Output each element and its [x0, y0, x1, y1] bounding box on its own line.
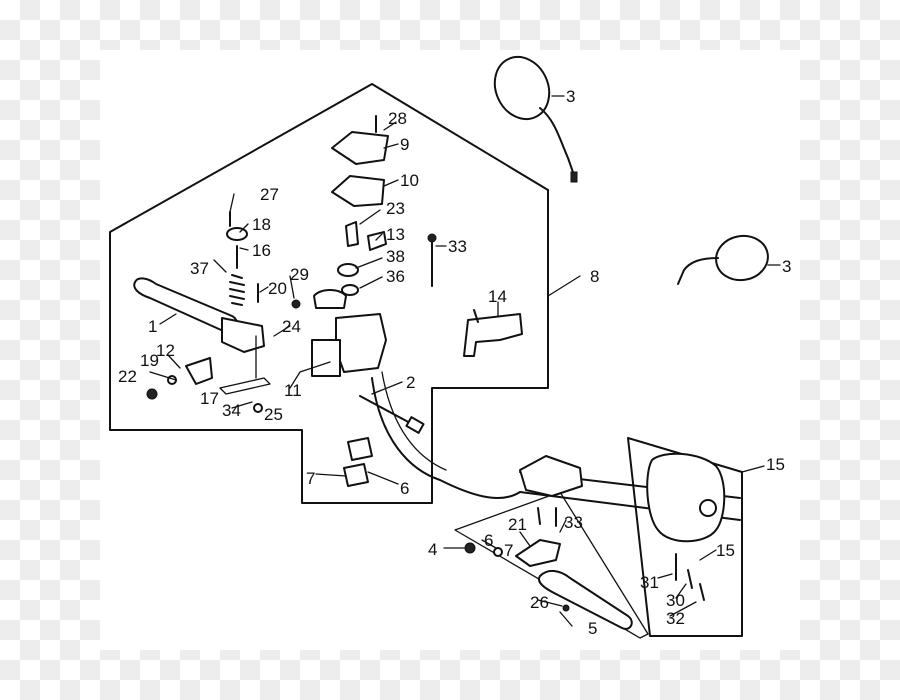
callout-11: 11	[284, 381, 302, 400]
right-lever-5	[538, 570, 633, 630]
callout-33a: 33	[448, 237, 467, 256]
callout-32: 32	[666, 609, 685, 628]
screw-32	[699, 583, 705, 601]
callout-21: 21	[508, 515, 527, 534]
group-outline-8	[109, 83, 549, 504]
callout-17: 17	[200, 389, 219, 408]
handlebar-cable-inner	[381, 371, 447, 471]
mirror-top-stem	[539, 107, 576, 179]
callout-25: 25	[264, 405, 283, 424]
callout-36: 36	[386, 267, 405, 286]
callout-7b: 7	[504, 541, 513, 560]
oring-36	[341, 284, 359, 296]
reservoir-gasket-10	[331, 175, 385, 207]
screw-30	[687, 569, 693, 589]
callout-7a: 7	[306, 469, 315, 488]
callout-34: 34	[222, 401, 241, 420]
fitting-6-bottom	[343, 463, 369, 487]
banjo-14	[463, 313, 523, 357]
callout-9: 9	[400, 135, 409, 154]
callout-26: 26	[530, 593, 549, 612]
reservoir-cover-9	[331, 131, 389, 165]
fitting-6-top	[347, 437, 373, 461]
master-cylinder-top	[313, 289, 347, 309]
callout-5: 5	[588, 619, 597, 638]
callout-3b: 3	[782, 257, 791, 276]
left-bracket	[185, 357, 213, 385]
callout-18: 18	[252, 215, 271, 234]
screw-21	[537, 507, 541, 525]
callout-8: 8	[590, 267, 599, 286]
callout-15a: 15	[766, 455, 785, 474]
callout-23: 23	[386, 199, 405, 218]
callout-3a: 3	[566, 87, 575, 106]
callout-38: 38	[386, 247, 405, 266]
callout-30: 30	[666, 591, 685, 610]
callout-20: 20	[268, 279, 287, 298]
screw-29	[291, 299, 301, 309]
cap-18	[226, 227, 248, 241]
brake-hose-2	[359, 395, 413, 425]
nut-25	[253, 403, 263, 413]
callout-24: 24	[282, 317, 301, 336]
throttle-housing	[519, 455, 583, 497]
banjo-14-stem	[473, 309, 479, 323]
diagram-sheet	[100, 50, 800, 650]
callout-29: 29	[290, 265, 309, 284]
mirror-right-stem	[677, 257, 719, 285]
washer-6-right	[493, 547, 503, 557]
callout-6a: 6	[400, 479, 409, 498]
callout-14: 14	[488, 287, 507, 306]
callout-15b: 15	[716, 541, 735, 560]
callout-22: 22	[118, 367, 137, 386]
bolt-23	[345, 221, 359, 247]
switch-button	[699, 499, 717, 517]
mirror-right	[715, 234, 769, 282]
mirror-top-end	[570, 171, 578, 183]
oring-38	[337, 263, 359, 277]
plate-17	[219, 377, 271, 395]
callout-37: 37	[190, 259, 209, 278]
callout-10: 10	[400, 171, 419, 190]
handlebar-cable	[371, 377, 521, 499]
bolt-33-left-head	[427, 233, 437, 243]
mirror-top	[493, 55, 551, 121]
callout-28: 28	[388, 109, 407, 128]
left-lever-body	[221, 317, 265, 353]
switch-housing-15	[646, 452, 726, 543]
hose-fitting	[405, 416, 425, 434]
bracket-13	[367, 231, 387, 251]
bolt-4	[464, 542, 476, 554]
callout-labels: 1 2 3 3 4 5 6 6 7 7 8 9 10 11 12 13 14 1…	[118, 87, 791, 638]
callout-6b: 6	[484, 531, 493, 550]
callout-2: 2	[406, 373, 415, 392]
callout-4: 4	[428, 540, 437, 559]
callout-12: 12	[156, 341, 175, 360]
bolt-22	[146, 388, 158, 400]
callout-33b: 33	[564, 513, 583, 532]
callout-13: 13	[386, 225, 405, 244]
pin-26	[562, 604, 570, 612]
callout-1: 1	[148, 317, 157, 336]
master-cylinder-cap	[311, 339, 341, 377]
callout-31: 31	[640, 573, 659, 592]
master-cylinder	[335, 313, 387, 373]
callout-16: 16	[252, 241, 271, 260]
callout-19: 19	[140, 351, 159, 370]
callout-27: 27	[260, 185, 279, 204]
right-lever-bracket	[515, 539, 561, 567]
spring-37	[229, 274, 245, 306]
leaders	[149, 121, 765, 627]
